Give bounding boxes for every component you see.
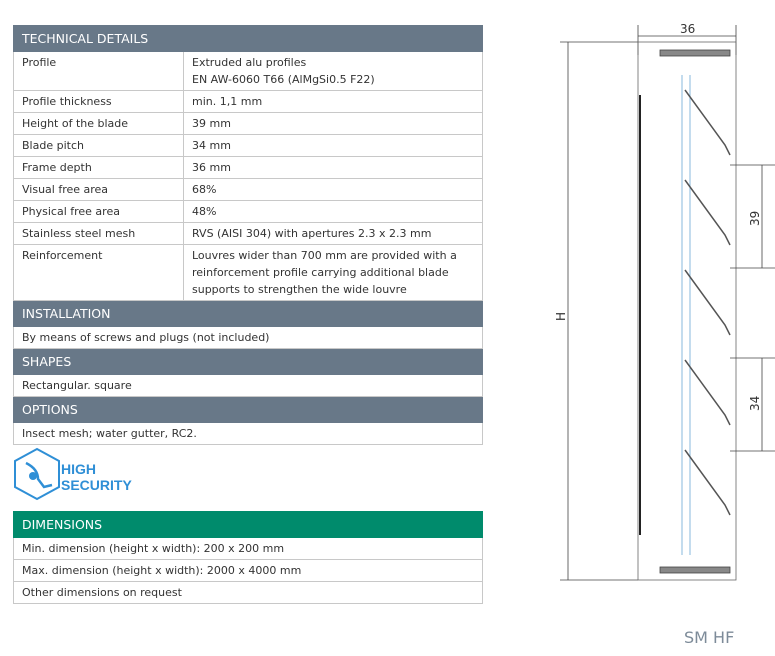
svg-text:36: 36 [680, 22, 695, 36]
table-row: Min. dimension (height x width): 200 x 2… [13, 537, 483, 560]
dimensions-table: DIMENSIONS Min. dimension (height x widt… [13, 511, 483, 604]
svg-text:39: 39 [748, 211, 762, 226]
technical-details-header: TECHNICAL DETAILS [13, 25, 483, 52]
shapes-header: SHAPES [13, 348, 483, 375]
svg-text:SECURITY: SECURITY [61, 477, 132, 493]
dimensions-header: DIMENSIONS [13, 511, 483, 538]
high-security-badge: HIGH SECURITY [14, 447, 132, 501]
svg-text:34: 34 [748, 396, 762, 411]
options-header: OPTIONS [13, 396, 483, 423]
table-row: Max. dimension (height x width): 2000 x … [13, 559, 483, 582]
svg-text:HIGH: HIGH [61, 461, 96, 477]
shapes-text: Rectangular. square [13, 374, 483, 397]
louvre-cross-section-drawing: 36 H 39 34 [554, 22, 775, 581]
svg-text:H: H [554, 312, 568, 321]
product-code: SM HF [684, 628, 735, 647]
shield-hexagon-icon [14, 447, 60, 501]
options-text: Insect mesh; water gutter, RC2. [13, 422, 483, 445]
installation-text: By means of screws and plugs (not includ… [13, 326, 483, 349]
installation-header: INSTALLATION [13, 300, 483, 327]
table-row: Other dimensions on request [13, 581, 483, 604]
